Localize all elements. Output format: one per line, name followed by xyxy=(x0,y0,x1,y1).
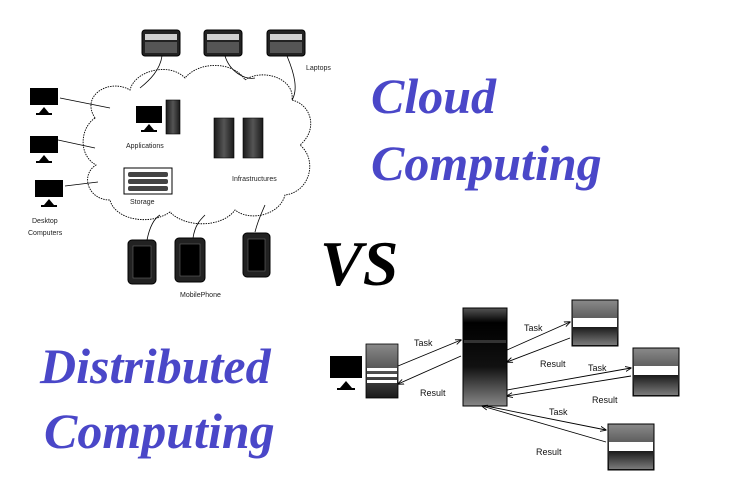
desktop-label-line2: Computers xyxy=(28,230,63,237)
worker-node-2 xyxy=(632,347,680,397)
mobile-phone-3 xyxy=(242,232,271,278)
applications-node xyxy=(136,99,181,135)
desktop-3 xyxy=(35,180,63,207)
mobile-label: MobilePhone xyxy=(180,292,221,299)
worker-node-3 xyxy=(607,423,655,471)
worker-node-1 xyxy=(571,299,619,347)
mobile-phone-2 xyxy=(174,237,206,283)
arrow-client-result xyxy=(398,355,462,384)
arrow-result-node1 xyxy=(507,337,571,362)
arrows xyxy=(397,322,632,443)
task-label-node1: Task xyxy=(524,323,543,333)
task-label-node2: Task xyxy=(588,363,607,373)
result-label-client: Result xyxy=(420,388,446,398)
laptop-1 xyxy=(141,29,181,57)
cloud-links xyxy=(57,55,296,241)
task-label-node3: Task xyxy=(549,407,568,417)
result-label-node3: Result xyxy=(536,447,562,457)
infrastructure-node xyxy=(213,117,264,159)
desktop-label-line1: Desktop xyxy=(32,218,58,225)
distributed-title-line2: Computing xyxy=(44,403,275,459)
desktop-2 xyxy=(30,136,58,163)
result-label-node1: Result xyxy=(540,359,566,369)
distributed-diagram: Task Result Task Result Task Result Task… xyxy=(330,299,680,471)
central-server xyxy=(462,307,508,407)
storage-label: Storage xyxy=(130,199,155,206)
cloud-title-line2: Computing xyxy=(371,135,602,191)
laptop-2 xyxy=(203,29,243,57)
vs-label: VS xyxy=(320,228,398,299)
distributed-title-line1: Distributed xyxy=(39,338,272,394)
arrow-task-node3 xyxy=(485,405,606,430)
applications-label: Applications xyxy=(126,143,164,150)
infrastructure-label: Infrastructures xyxy=(232,176,277,183)
laptop-3 xyxy=(266,29,306,57)
cloud-title-line1: Cloud xyxy=(371,68,497,124)
task-label-client: Task xyxy=(414,338,433,348)
desktop-1 xyxy=(30,88,58,115)
mobile-phone-1 xyxy=(127,239,157,285)
arrow-result-node2 xyxy=(507,375,632,396)
arrow-result-node3 xyxy=(482,406,607,443)
arrow-task-node1 xyxy=(506,322,570,351)
arrow-client-task xyxy=(397,340,461,367)
laptops-label: Laptops xyxy=(306,65,331,72)
client-computer xyxy=(330,343,399,399)
arrow-task-node2 xyxy=(506,368,631,391)
cloud-outline xyxy=(82,65,312,225)
result-label-node2: Result xyxy=(592,395,618,405)
storage-node xyxy=(123,167,173,195)
cloud-diagram: Laptops Desktop Computers Applications xyxy=(28,29,331,299)
